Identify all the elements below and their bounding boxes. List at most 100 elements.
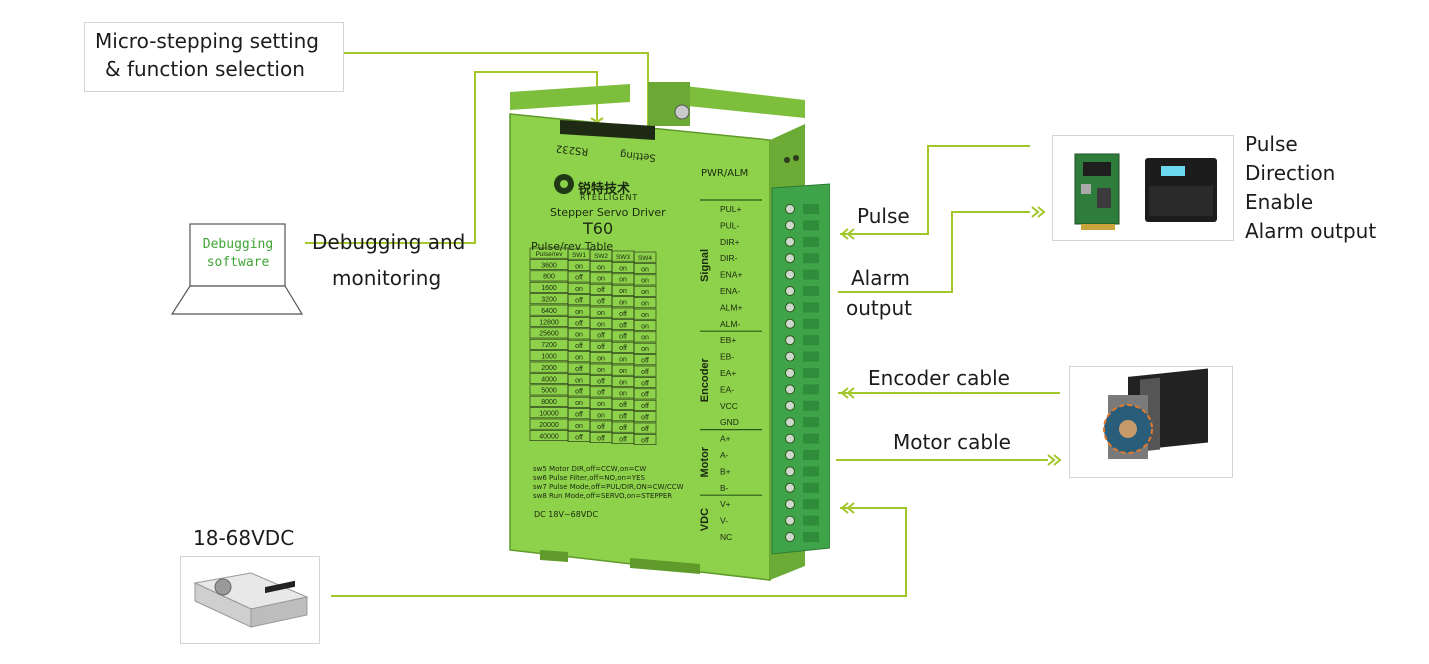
dip-table-value: 20000 bbox=[539, 422, 559, 429]
terminal-screw[interactable] bbox=[785, 318, 795, 329]
terminal-socket bbox=[803, 368, 819, 378]
dip-table-value: off bbox=[641, 415, 649, 422]
dip-table-cell bbox=[633, 399, 657, 411]
dip-table-value: off bbox=[619, 436, 627, 443]
terminal-screw[interactable] bbox=[785, 253, 795, 264]
terminal-label: ENA+ bbox=[720, 270, 742, 280]
terminal-screw[interactable] bbox=[785, 400, 795, 411]
terminal-screw[interactable] bbox=[785, 286, 795, 296]
dip-table-value: off bbox=[575, 434, 583, 441]
dip-table-cell bbox=[633, 308, 657, 320]
terminal-socket bbox=[803, 400, 819, 411]
terminal-screw[interactable] bbox=[785, 482, 795, 493]
signal-direction: Direction bbox=[1245, 161, 1336, 185]
dip-table-value: off bbox=[597, 378, 605, 385]
dip-table-value: on bbox=[619, 265, 627, 272]
terminal-screw[interactable] bbox=[785, 450, 795, 460]
terminal-screw[interactable] bbox=[785, 384, 795, 395]
terminal-label: V- bbox=[720, 516, 728, 526]
dip-table-value: 3600 bbox=[541, 262, 557, 269]
terminal-screw[interactable] bbox=[785, 220, 795, 231]
terminal-label: A- bbox=[720, 450, 729, 460]
dip-table-value: 5000 bbox=[541, 388, 557, 395]
terminal-screw[interactable] bbox=[785, 204, 795, 214]
terminal-socket bbox=[803, 351, 819, 362]
terminal-socket bbox=[803, 433, 819, 444]
dip-table-value: 12800 bbox=[539, 319, 559, 326]
dip-table-value: off bbox=[641, 369, 649, 376]
terminal-screw[interactable] bbox=[785, 368, 795, 378]
dip-table-value: on bbox=[597, 310, 605, 317]
dip-table-value: on bbox=[597, 276, 605, 283]
dip-table-value: on bbox=[619, 300, 627, 307]
dip-table-value: off bbox=[641, 437, 649, 444]
terminal-socket bbox=[803, 269, 819, 280]
terminal-label: ENA- bbox=[720, 286, 740, 296]
dip-table-cell bbox=[633, 320, 657, 331]
terminal-screw[interactable] bbox=[785, 532, 795, 542]
dip-table-value: on bbox=[641, 266, 649, 273]
dip-table-value: on bbox=[597, 413, 605, 420]
terminal-screw[interactable] bbox=[785, 466, 795, 477]
terminal-screw[interactable] bbox=[785, 269, 795, 280]
dip-table-cell bbox=[633, 434, 657, 445]
dip-table-value: off bbox=[619, 334, 627, 341]
controller-image-box bbox=[1052, 135, 1234, 241]
terminal-group-label: Motor bbox=[699, 446, 711, 477]
terminal-screw[interactable] bbox=[785, 351, 795, 362]
dip-table-value: on bbox=[575, 332, 583, 339]
dip-table-value: on bbox=[597, 321, 605, 328]
dip-table-value: 8000 bbox=[541, 399, 557, 406]
dip-table-value: 1600 bbox=[541, 285, 557, 292]
terminal-screw[interactable] bbox=[785, 335, 795, 346]
terminal-screw[interactable] bbox=[785, 433, 795, 444]
terminal-socket bbox=[803, 302, 819, 313]
motor-image-box bbox=[1069, 366, 1233, 478]
dip-table-value: on bbox=[641, 335, 649, 342]
dip-table-value: on bbox=[575, 263, 583, 270]
dip-table-cell bbox=[633, 365, 657, 377]
terminal-screw[interactable] bbox=[785, 236, 795, 247]
controller-signals: Pulse Direction Enable Alarm output bbox=[1245, 130, 1376, 246]
dip-table-cell bbox=[633, 297, 657, 309]
pulse-label: Pulse bbox=[857, 204, 910, 228]
signal-alarm-output: Alarm output bbox=[1245, 219, 1377, 243]
dip-table-value: on bbox=[641, 312, 649, 319]
dip-table-value: off bbox=[575, 320, 583, 327]
terminal-label: B+ bbox=[720, 466, 731, 476]
dip-table-value: 25600 bbox=[539, 331, 559, 338]
dip-table-value: 800 bbox=[543, 274, 555, 281]
dip-table-cell bbox=[633, 354, 657, 366]
terminal-socket bbox=[803, 450, 819, 460]
terminal-socket bbox=[803, 318, 819, 329]
dip-table-value: off bbox=[597, 344, 605, 351]
dip-table-header: SW3 bbox=[616, 254, 630, 261]
terminal-screw[interactable] bbox=[785, 499, 795, 510]
dip-table-value: off bbox=[619, 345, 627, 352]
terminal-socket bbox=[803, 482, 819, 493]
terminal-socket bbox=[803, 335, 819, 346]
dip-table-value: 2000 bbox=[541, 365, 557, 372]
laptop-screen-line1: Debugging bbox=[202, 237, 274, 252]
dip-table-value: off bbox=[619, 402, 627, 409]
terminal-screw[interactable] bbox=[785, 515, 795, 526]
terminal-label: B- bbox=[720, 483, 729, 493]
dip-table-value: off bbox=[619, 414, 627, 421]
dip-table-value: on bbox=[575, 377, 583, 384]
dip-table-cell bbox=[633, 274, 657, 286]
terminal-label: EB- bbox=[720, 352, 734, 362]
dip-table-cell bbox=[633, 388, 657, 400]
terminal-screw[interactable] bbox=[785, 302, 795, 313]
dip-table-value: off bbox=[597, 424, 605, 431]
power-supply-image-box bbox=[180, 556, 320, 644]
brand-cn: 锐特技术 bbox=[578, 182, 631, 197]
pulse-table-title: Pulse/rev Table bbox=[531, 240, 614, 253]
terminal-label: PUL- bbox=[720, 220, 740, 230]
dip-table-value: on bbox=[619, 277, 627, 284]
dip-table-value: off bbox=[619, 311, 627, 318]
dip-table-value: off bbox=[575, 298, 583, 305]
dip-table-value: on bbox=[597, 367, 605, 374]
terminal-screw[interactable] bbox=[785, 417, 795, 428]
dip-table-value: on bbox=[575, 400, 583, 407]
